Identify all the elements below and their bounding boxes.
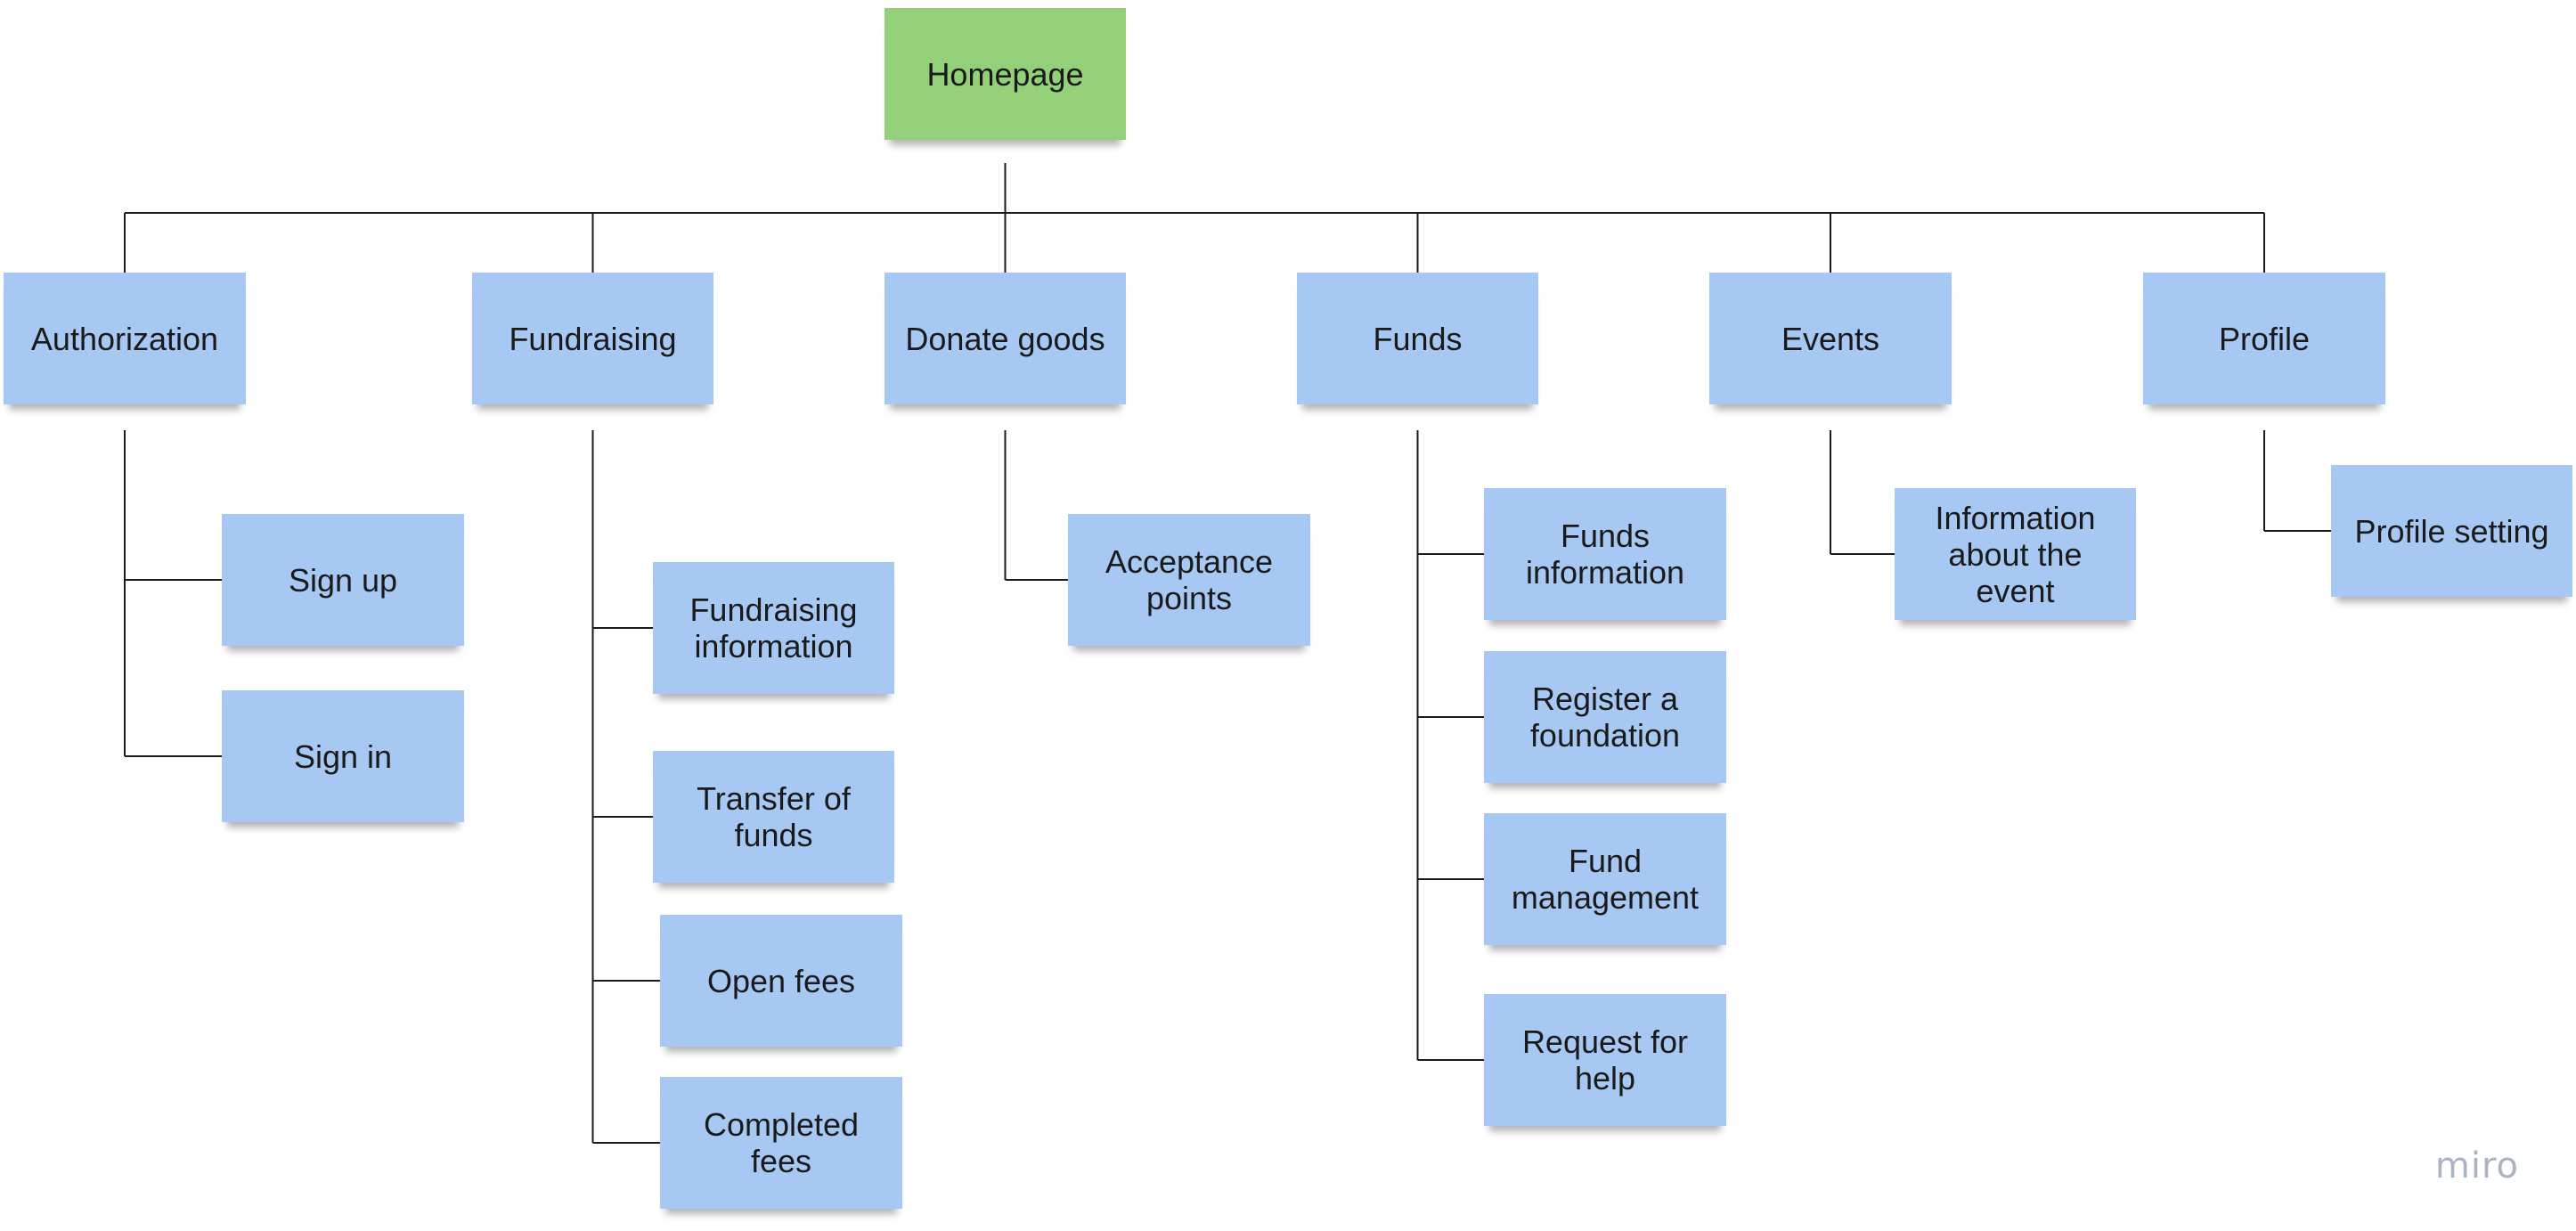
acceptance-points-node[interactable]: Acceptance points [1068, 514, 1310, 646]
completed-fees-node[interactable]: Completed fees [660, 1077, 902, 1209]
funds-information-node[interactable]: Funds information [1484, 488, 1726, 620]
sign-in-node[interactable]: Sign in [222, 690, 464, 822]
information-about-the-event-node[interactable]: Information about the event [1895, 488, 2136, 620]
funds-node[interactable]: Funds [1297, 273, 1538, 404]
donate-goods-node[interactable]: Donate goods [884, 273, 1126, 404]
fundraising-information-node[interactable]: Fundraising information [653, 562, 894, 694]
events-node[interactable]: Events [1709, 273, 1952, 404]
profile-node[interactable]: Profile [2143, 273, 2385, 404]
profile-setting-node[interactable]: Profile setting [2331, 465, 2572, 597]
open-fees-node[interactable]: Open fees [660, 915, 902, 1047]
fundraising-node[interactable]: Fundraising [472, 273, 713, 404]
fund-management-node[interactable]: Fund management [1484, 813, 1726, 945]
miro-watermark: miro [2434, 1145, 2519, 1186]
register-a-foundation-node[interactable]: Register a foundation [1484, 651, 1726, 783]
authorization-node[interactable]: Authorization [4, 273, 246, 404]
request-for-help-node[interactable]: Request for help [1484, 994, 1726, 1126]
homepage-node[interactable]: Homepage [884, 8, 1126, 140]
transfer-of-funds-node[interactable]: Transfer of funds [653, 751, 894, 883]
sign-up-node[interactable]: Sign up [222, 514, 464, 646]
